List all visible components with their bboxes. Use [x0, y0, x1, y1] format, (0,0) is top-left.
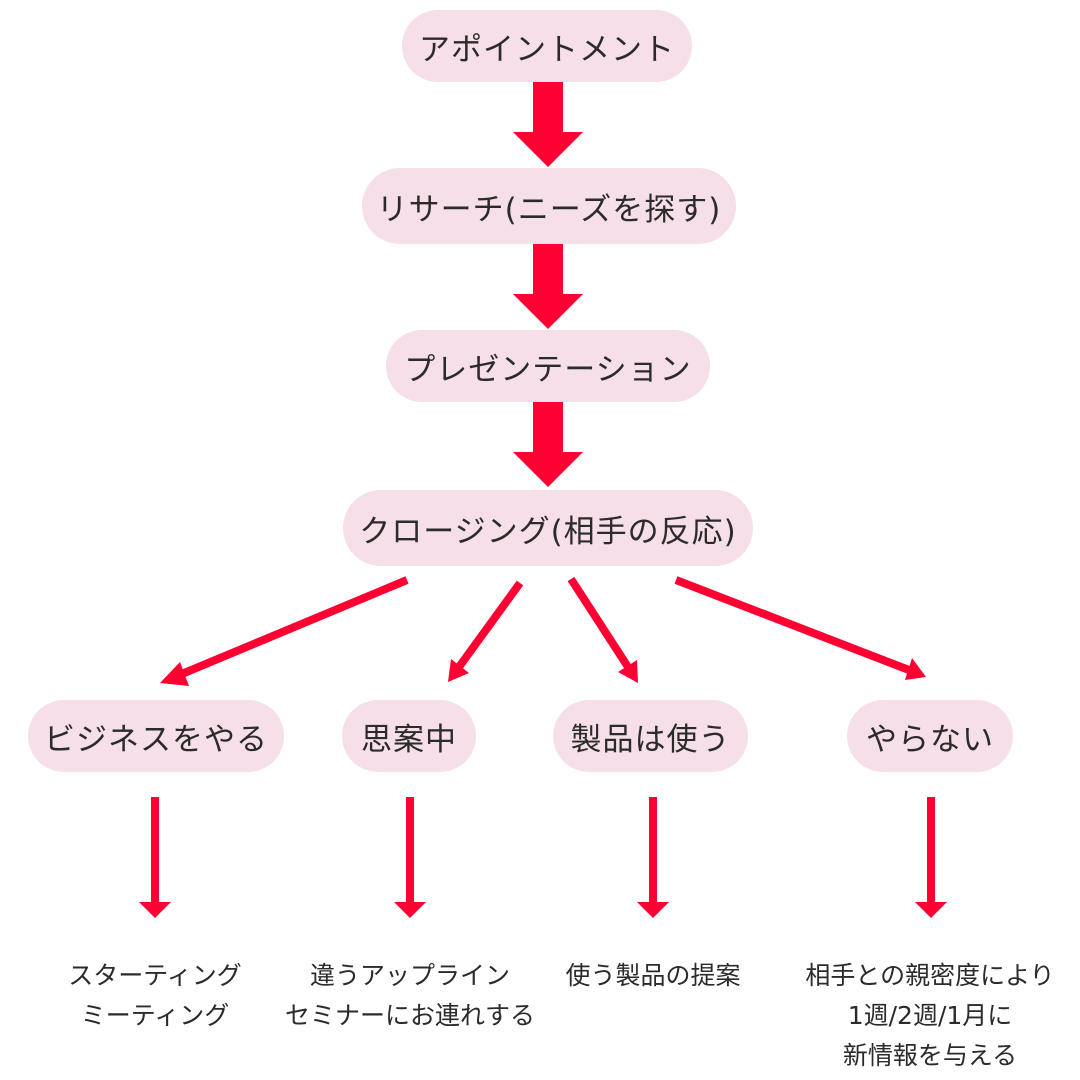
arrow-closing-to-product [567, 576, 638, 683]
note-decline: 相手との親密度により 1週/2週/1月に 新情報を与える [795, 956, 1065, 1076]
arrow-closing-to-considering [448, 580, 524, 682]
note-line: 相手との親密度により [805, 961, 1055, 990]
outcome-considering: 思案中 [342, 700, 476, 772]
note-business: スターティング ミーティング [20, 956, 290, 1036]
outcome-business: ビジネスをやる [28, 700, 284, 772]
arrow-decline-to-note [915, 797, 947, 918]
arrow-considering-to-note [394, 797, 426, 918]
arrow-appointment-to-research [513, 82, 583, 167]
step-closing: クロージング(相手の反応) [343, 490, 753, 566]
step-appointment: アポイントメント [402, 10, 692, 82]
note-line: 新情報を与える [842, 1041, 1018, 1070]
arrow-business-to-note [139, 797, 171, 918]
note-product: 使う製品の提案 [518, 956, 788, 996]
outcome-decline: やらない [847, 700, 1013, 772]
arrow-research-to-presentation [513, 244, 583, 329]
outcome-product: 製品は使う [553, 700, 748, 772]
step-presentation: プレゼンテーション [386, 330, 710, 402]
arrow-closing-to-business [160, 576, 409, 686]
note-line: セミナーにお連れする [284, 1001, 535, 1030]
note-line: スターティング [68, 961, 242, 990]
note-line: 違うアップライン [309, 961, 510, 990]
arrow-closing-to-decline [674, 576, 926, 680]
step-research: リサーチ(ニーズを探す) [362, 168, 736, 244]
note-line: ミーティング [80, 1001, 230, 1030]
note-line: 使う製品の提案 [565, 961, 741, 990]
arrow-presentation-to-closing [513, 402, 583, 487]
note-line: 1週/2週/1月に [847, 1001, 1013, 1030]
note-considering: 違うアップライン セミナーにお連れする [275, 956, 545, 1036]
arrow-product-to-note [637, 797, 669, 918]
